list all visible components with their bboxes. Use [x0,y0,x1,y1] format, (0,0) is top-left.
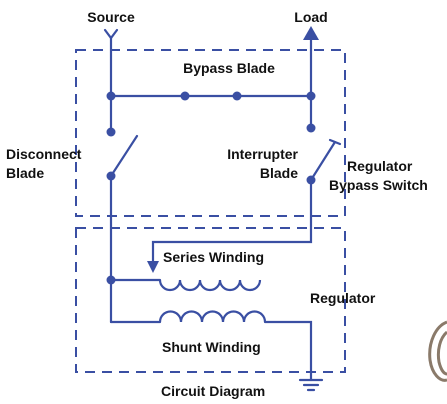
wiring [103,28,342,382]
disconnect-blade-label-line2: Blade [6,165,44,181]
shunt-winding-label: Shunt Winding [162,339,261,355]
bypass-switch-enclosure [75,49,346,217]
interrupter-blade [309,140,337,182]
ring-graphic [428,320,447,382]
interrupter-blade-label-line1: Interrupter [227,146,298,162]
arrows [147,26,319,273]
junction-dot [306,91,316,101]
junction-dot [106,127,116,137]
junction-dot [180,91,190,101]
regulator-label: Regulator [310,290,376,306]
junction-dots [106,91,316,285]
junction-dot [106,91,116,101]
series-winding-label: Series Winding [163,249,264,265]
load-arrow [303,26,319,40]
load-label: Load [294,9,327,25]
series-feed-wire [151,178,313,264]
shunt-winding-coil [158,310,267,323]
interrupter-blade-label-line2: Blade [260,165,298,181]
diagram-caption: Circuit Diagram [161,383,265,399]
disconnect-blade [109,134,139,178]
ground-symbol [298,378,324,392]
bypass-blade-label: Bypass Blade [183,60,275,76]
junction-dot [232,91,242,101]
regulator-bypass-switch-label-line2: Bypass Switch [329,177,428,193]
junction-dot [106,275,116,285]
regulator-enclosure [75,227,346,373]
ground-wire [263,320,313,382]
source-terminal-fork [103,28,119,40]
junction-dot [306,175,316,185]
regulator-bypass-switch-label-line1: Regulator [347,158,413,174]
junction-dot [106,171,116,181]
interrupter-blade-tick [328,138,342,146]
disconnect-blade-label-line1: Disconnect [6,146,82,162]
series-arrow [147,261,159,273]
junction-dot [306,123,316,133]
source-label: Source [87,9,135,25]
series-winding-coil [158,279,262,292]
